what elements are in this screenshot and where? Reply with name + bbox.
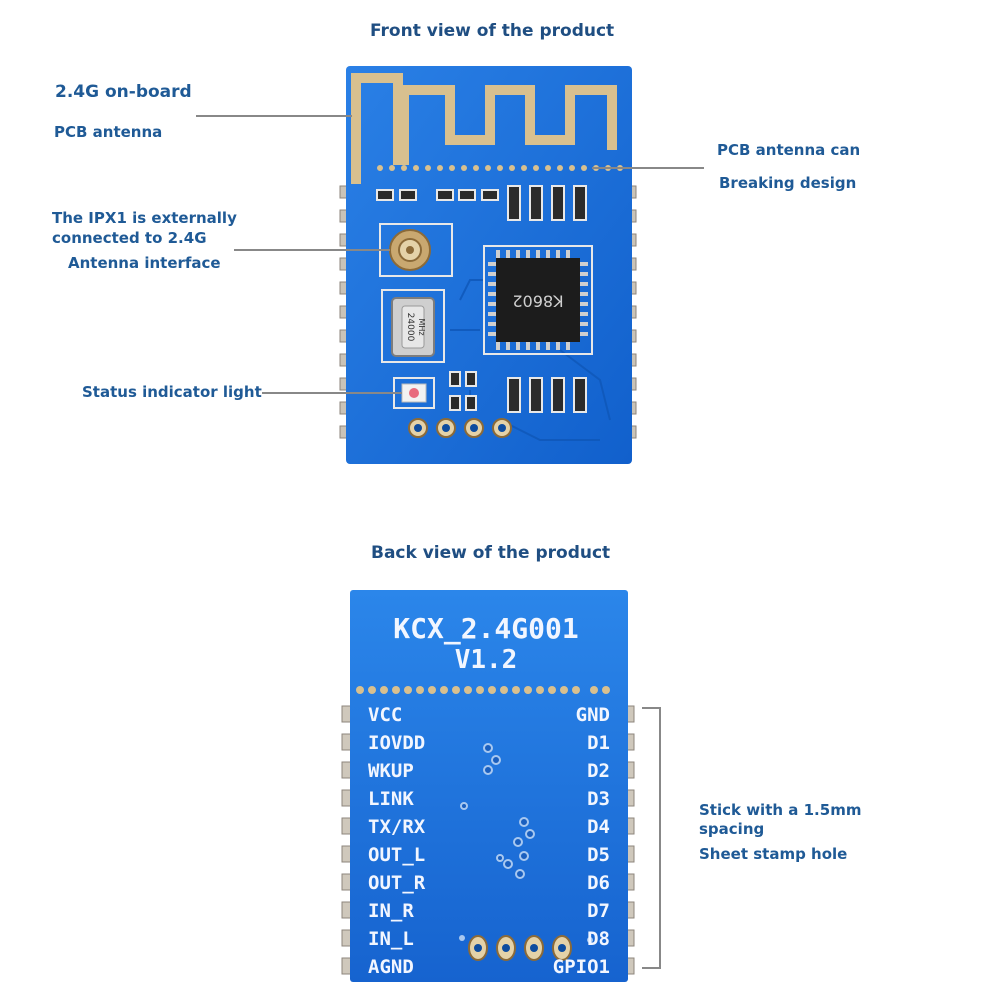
breaking-callout-line2: Breaking design: [719, 174, 857, 192]
pin-label-left: IN_R: [368, 900, 414, 922]
front-board: 24000 MHz K8602: [339, 66, 637, 464]
back-board: KCX_2.4G001 V1.2 VCC IOVDD WKUP LINK TX/…: [341, 590, 635, 982]
pin-label-right: D8: [587, 928, 610, 950]
pin-label-right: D3: [587, 788, 610, 810]
pin-label-left: TX/RX: [368, 816, 426, 838]
ipx-callout-line1: The IPX1 is externally: [52, 209, 237, 227]
front-view-title: Front view of the product: [370, 21, 615, 41]
back-break-vias: [356, 686, 610, 694]
stamp-callout-line1: Stick with a 1.5mm: [699, 801, 862, 819]
antenna-callout-line1: 2.4G on-board: [55, 82, 192, 102]
smd-parts-bottom: [449, 371, 587, 413]
pin-label-left: VCC: [368, 704, 402, 726]
pin-label-left: WKUP: [368, 760, 414, 782]
pin-label-right: GPIO1: [553, 956, 610, 978]
status-light-callout: Status indicator light: [82, 383, 262, 401]
crystal-oscillator: 24000 MHz: [381, 289, 445, 363]
pin-label-left: IN_L: [368, 928, 414, 950]
pin-label-left: LINK: [368, 788, 414, 810]
back-vias: [460, 743, 535, 879]
ipx-callout-line2: connected to 2.4G: [52, 229, 207, 247]
crystal-marking-unit: MHz: [417, 318, 426, 335]
antenna-callout-line2: PCB antenna: [54, 123, 163, 141]
smd-resistors-top: [376, 189, 499, 201]
pin-label-left: OUT_R: [368, 872, 426, 894]
pin-label-left: OUT_L: [368, 844, 425, 866]
main-chip: K8602: [483, 245, 593, 355]
left-pin-labels: VCC IOVDD WKUP LINK TX/RX OUT_L OUT_R IN…: [368, 704, 426, 978]
pin-label-right: D2: [587, 760, 610, 782]
front-callout-lines: [196, 115, 704, 394]
antenna-break-vias: [377, 165, 623, 171]
chip-marking: K8602: [512, 292, 563, 311]
smd-caps-top-right: [507, 185, 587, 221]
ipx-callout-line3: Antenna interface: [68, 254, 221, 272]
pin-label-right: D5: [587, 844, 610, 866]
pin-label-right: D1: [587, 732, 610, 754]
pin-label-right: D6: [587, 872, 610, 894]
back-view-title: Back view of the product: [371, 543, 611, 563]
crystal-marking-freq: 24000: [405, 313, 415, 342]
breaking-callout-line1: PCB antenna can: [717, 141, 861, 159]
right-pin-labels: GND D1 D2 D3 D4 D5 D6 D7 D8 GPIO1: [553, 704, 610, 978]
stamp-callout-line2: spacing: [699, 820, 765, 838]
stamp-callout-line3: Sheet stamp hole: [699, 845, 848, 863]
stamp-hole-bracket: [642, 707, 661, 969]
back-version-text: V1.2: [455, 645, 518, 675]
back-model-text: KCX_2.4G001: [393, 612, 578, 645]
pin-label-left: IOVDD: [368, 732, 425, 754]
pin-label-right: D7: [587, 900, 610, 922]
pin-label-right: D4: [587, 816, 610, 838]
pin-label-left: AGND: [368, 956, 414, 978]
pin-label-right: GND: [576, 704, 610, 726]
